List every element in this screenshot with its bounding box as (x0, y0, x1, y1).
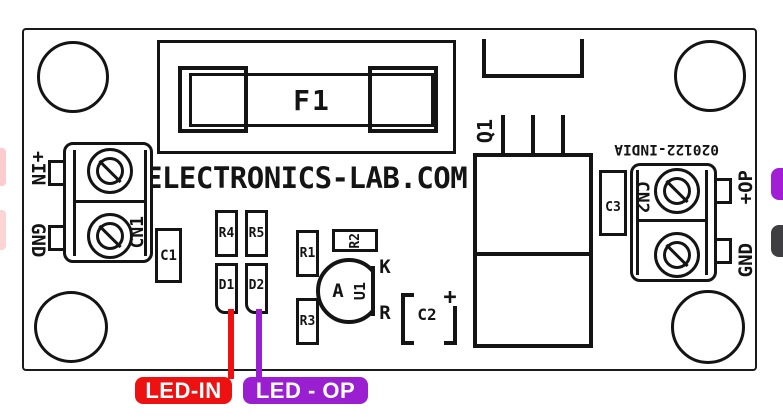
left-edge-label-fragment-bottom (0, 210, 6, 250)
c2-label: C2 (417, 304, 437, 324)
q1-pin-2 (531, 115, 535, 155)
cn2-divider (637, 219, 707, 222)
resistor-r4 (215, 210, 238, 257)
capacitor-c3 (599, 170, 627, 236)
fuse-body (189, 73, 434, 127)
mounting-hole-top-right (674, 40, 746, 112)
u1-flat-edge (371, 266, 375, 316)
fuse-clip-right (368, 66, 438, 133)
d2-label: D2 (248, 278, 265, 293)
resistor-r2 (332, 229, 378, 252)
cn1-rail-left (73, 150, 76, 256)
cn2-screw-bottom-inner (663, 241, 691, 269)
c1-label: C1 (160, 247, 177, 264)
u1-pin-k-label: K (379, 256, 391, 278)
resistor-r5 (245, 210, 268, 257)
right-edge-dark-label-fragment (771, 225, 783, 257)
led-op-callout: LED - OP (243, 377, 368, 404)
cn2-rail-right (705, 170, 708, 275)
cn1-pin-in-label: +IN (27, 150, 49, 186)
r3-label: R3 (299, 314, 316, 329)
brand-text: ELECTRONICS-LAB.COM (145, 161, 468, 195)
resistor-r3 (296, 298, 319, 345)
d1-label: D1 (218, 278, 235, 293)
mounting-hole-bottom-left (34, 291, 108, 363)
r5-label: R5 (248, 226, 265, 241)
cn2-ref-label: CN2 (631, 180, 653, 214)
mounting-hole-bottom-right (671, 290, 745, 364)
u1-pin-r-label: R (379, 302, 391, 324)
q1-pin-1 (501, 115, 505, 155)
led-d1 (215, 263, 238, 314)
cn1-pin-gnd-label: GND (27, 222, 49, 258)
u1-flat-mask (375, 255, 387, 327)
cn2-wire-tab-top (714, 178, 732, 204)
cn1-screw-bottom-inner (96, 222, 124, 250)
cn2-pin-op-label: +OP (735, 169, 757, 205)
led-in-callout: LED-IN (135, 377, 232, 404)
q1-ref-label: Q1 (473, 118, 497, 144)
led-op-wire (256, 309, 262, 379)
fuse-clip-left (178, 66, 248, 133)
r4-label: R4 (218, 226, 235, 241)
r2-label: R2 (347, 232, 363, 249)
resistor-r1 (296, 230, 319, 277)
left-edge-label-fragment-top (0, 148, 6, 186)
regulator-q1-body (473, 153, 593, 348)
q1-pin-3 (561, 115, 565, 155)
led-in-wire (228, 309, 234, 379)
c3-label: C3 (605, 199, 621, 215)
capacitor-c1 (155, 228, 182, 283)
cn1-wire-tab-bottom (48, 225, 66, 251)
cn2-rail-left (636, 170, 639, 275)
mounting-hole-top-left (37, 41, 109, 113)
fuse-label: F1 (293, 83, 331, 117)
cn2-wire-tab-bottom (714, 238, 732, 264)
cn2-pin-gnd-label: GND (735, 242, 757, 278)
date-code-text: 020122-INDIA (614, 141, 719, 157)
r1-label: R1 (299, 246, 316, 261)
right-edge-purple-label-fragment (771, 168, 783, 200)
cn1-screw-top-inner (96, 157, 124, 185)
c2-bracket-left (401, 293, 414, 345)
cn1-divider (74, 200, 146, 203)
c2-plus-mark: + (442, 284, 458, 310)
u1-value-label: A (332, 280, 344, 302)
cn1-ref-label: CN1 (126, 215, 148, 249)
cn1-wire-tab-top (48, 160, 66, 186)
u1-ref-label: U1 (351, 281, 369, 301)
cn1-rail-right (144, 150, 147, 256)
q1-divider (473, 252, 593, 256)
cn2-screw-top-inner (663, 177, 691, 205)
heatsink-bracket (482, 39, 584, 78)
